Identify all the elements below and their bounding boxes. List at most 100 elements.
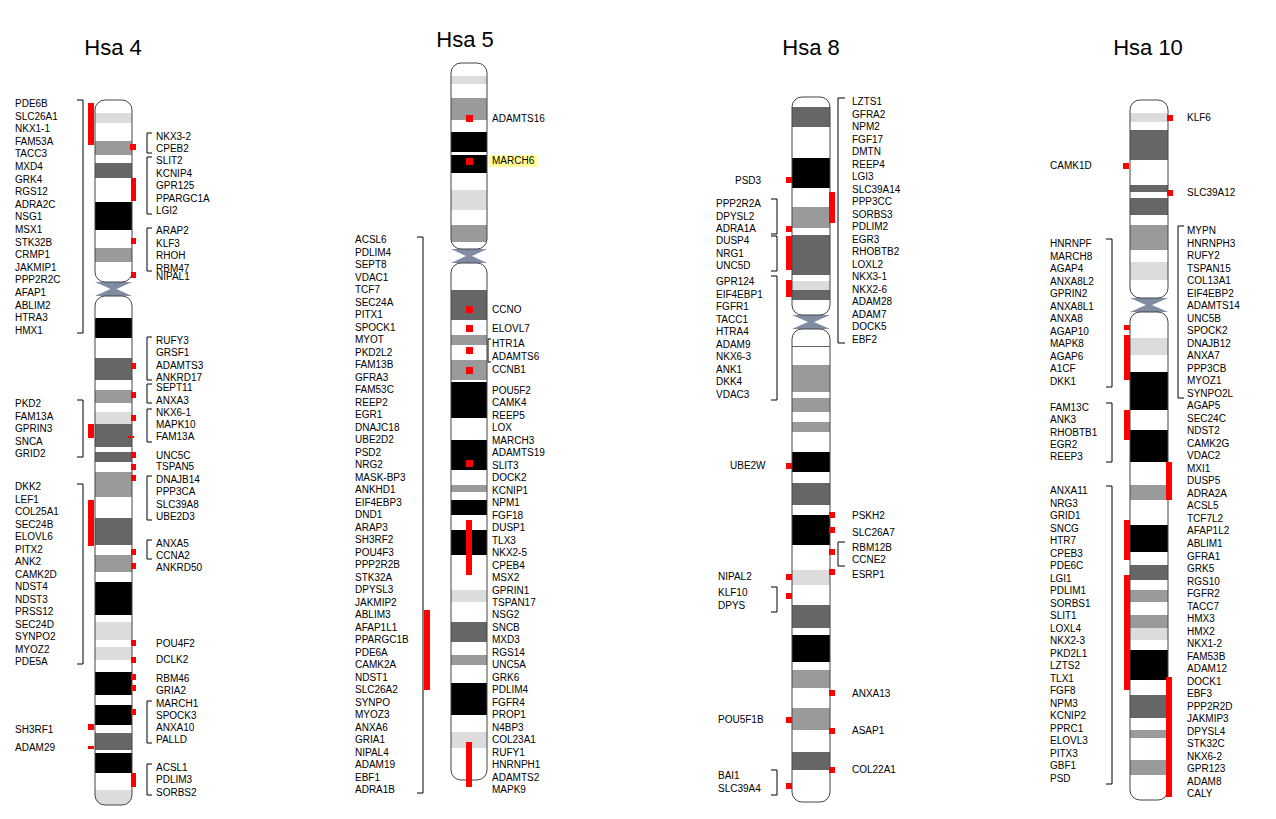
gene-label: EIF4EBP2 <box>1187 288 1234 300</box>
q-arm-fill <box>95 296 132 805</box>
gene-label: ADAMTS6 <box>492 351 539 363</box>
locus-mark <box>466 158 473 165</box>
gene-label: SNCG <box>1050 523 1079 535</box>
gene-label: DPYSL2 <box>716 211 754 223</box>
gene-label: PSD2 <box>355 447 381 459</box>
gene-label: PDE6A <box>355 647 388 659</box>
gene-label: ABLIM3 <box>355 609 391 621</box>
chromosome-band <box>451 132 487 152</box>
gene-label: SH3RF2 <box>355 534 393 546</box>
gene-label: VDAC3 <box>716 389 749 401</box>
chromosome-title: Hsa 5 <box>436 27 493 53</box>
gene-label: ADAM29 <box>15 742 55 754</box>
gene-label: NDST3 <box>15 594 48 606</box>
gene-label: CCNA2 <box>156 550 190 562</box>
gene-label: MYOZ1 <box>1187 375 1221 387</box>
gene-label: FAM13A <box>15 411 53 423</box>
gene-label: REEP5 <box>492 410 525 422</box>
gene-label: RBM12B <box>852 542 892 554</box>
locus-mark <box>786 463 792 469</box>
gene-label: STK32A <box>355 572 392 584</box>
gene-label: DMTN <box>852 146 881 158</box>
centromere <box>792 315 830 329</box>
gene-label: ADRA2A <box>1187 488 1227 500</box>
locus-mark <box>131 709 136 715</box>
chromosome-band <box>792 670 830 688</box>
gene-label: ARAP2 <box>156 225 189 237</box>
chromosome-band <box>1130 565 1168 580</box>
chromosome-band <box>451 440 487 470</box>
chromosome-band <box>451 590 487 602</box>
locus-mark <box>88 724 94 730</box>
gene-label: MXI1 <box>1187 463 1210 475</box>
gene-label: PDE6C <box>1050 560 1083 572</box>
gene-label: DNAJB14 <box>156 474 200 486</box>
locus-mark <box>131 685 136 691</box>
p-arm-outline <box>451 63 487 249</box>
gene-label: PDLIM4 <box>492 684 528 696</box>
gene-label: REEP4 <box>852 159 885 171</box>
gene-label: GBF1 <box>1050 760 1076 772</box>
gene-label: ADAM8 <box>1187 776 1221 788</box>
gene-label: VDAC1 <box>355 272 388 284</box>
gene-label: PPP2R2B <box>355 559 400 571</box>
gene-label: DND1 <box>355 509 382 521</box>
chromosome-band <box>792 346 830 347</box>
gene-label: CCNO <box>492 304 521 316</box>
gene-label: NPM2 <box>852 121 880 133</box>
locus-mark <box>829 527 835 533</box>
gene-label: CRMP1 <box>15 249 50 261</box>
gene-label: ADAMTS19 <box>492 447 545 459</box>
locus-mark <box>466 347 473 354</box>
gene-label: SORBS3 <box>852 209 893 221</box>
gene-label: DPYSL3 <box>355 584 393 596</box>
chromosome-band <box>1130 113 1168 122</box>
gene-label: PPP3CC <box>852 196 892 208</box>
gene-label: HNRNPH3 <box>1187 238 1235 250</box>
gene-label: HNRNPF <box>1050 238 1092 250</box>
locus-mark <box>1124 575 1130 690</box>
chromosome-band <box>451 360 487 380</box>
gene-label: MYOT <box>355 334 384 346</box>
locus-mark <box>1124 335 1130 380</box>
p-arm-outline <box>792 97 830 315</box>
gene-label: SLC26A7 <box>852 527 895 539</box>
gene-label: NRG1 <box>716 248 744 260</box>
chromosome-band <box>1130 225 1168 250</box>
chromosome-band <box>1130 615 1168 628</box>
gene-label: DNAJC18 <box>355 422 399 434</box>
gene-label: FAM53C <box>355 384 394 396</box>
gene-label: RGS12 <box>15 186 48 198</box>
gene-label: KCNIP1 <box>492 485 528 497</box>
gene-label: HTR1A <box>492 338 525 350</box>
gene-label: NDST4 <box>15 581 48 593</box>
gene-label: SEC24B <box>15 519 53 531</box>
band-group <box>1130 113 1168 775</box>
chromosome-band <box>792 290 830 300</box>
gene-label: TLX3 <box>492 535 516 547</box>
chromosome-band <box>95 248 132 262</box>
gene-label: HTRA4 <box>716 326 749 338</box>
locus-mark <box>131 452 136 458</box>
gene-label: PPARGC1A <box>156 193 210 205</box>
chromosome-band <box>792 515 830 545</box>
gene-label: PSKH2 <box>852 510 885 522</box>
gene-label: SEC24C <box>1187 413 1226 425</box>
gene-label: PPP3CB <box>1187 363 1226 375</box>
gene-label: TCF7 <box>355 284 380 296</box>
chromosome-band <box>1130 628 1168 640</box>
gene-label: ABLIM1 <box>1187 538 1223 550</box>
gene-label: SEPT11 <box>156 382 193 394</box>
gene-label: NRG2 <box>355 459 383 471</box>
gene-label: MXD4 <box>15 161 43 173</box>
chromosome-band <box>1130 485 1168 500</box>
gene-label: GRSF1 <box>156 347 189 359</box>
gene-label: JAKMIP2 <box>355 597 397 609</box>
locus-mark <box>466 367 473 374</box>
gene-label: MYOZ2 <box>15 644 49 656</box>
gene-label: FGF8 <box>1050 685 1076 697</box>
chromosome-band <box>95 141 132 155</box>
gene-label: ADRA1B <box>355 784 395 796</box>
locus-mark <box>88 103 94 145</box>
gene-label: LOXL2 <box>852 259 883 271</box>
